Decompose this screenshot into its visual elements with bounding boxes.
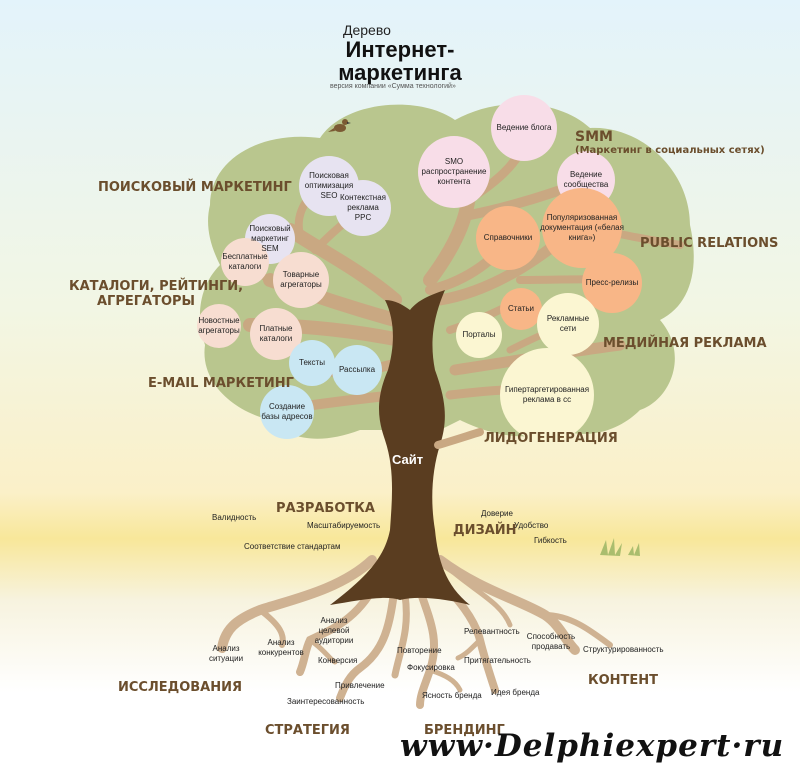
- bubble-community: Ведение сообщества: [563, 170, 609, 189]
- leadgen-branch: [434, 428, 484, 449]
- bubble-portals: Порталы: [462, 330, 496, 339]
- label-conversion: Конверсия: [318, 656, 358, 665]
- bubble-paid_cat-circle: [250, 308, 302, 360]
- category-design: ДИЗАЙН: [453, 523, 517, 538]
- bubble-product-aggregators: Товарные агрегаторы: [280, 270, 322, 289]
- grass-icon: [600, 538, 640, 556]
- label-focus: Фокусировка: [407, 663, 455, 672]
- bubble-ppc: Контекстная реклама PPC: [339, 193, 386, 222]
- bubble-free_cat-circle: [221, 238, 269, 286]
- label-structure: Структурированность: [583, 645, 664, 654]
- bubble-sem: Поисковый маркетинг SEM: [249, 224, 291, 253]
- bubble-press: Пресс-релизы: [585, 278, 639, 287]
- title-subtitle: версия компании «Сумма технологий»: [330, 83, 456, 90]
- page-title: Интернет-маркетинга: [338, 37, 462, 85]
- category-content: КОНТЕНТ: [588, 673, 659, 688]
- bubble-blog-circle: [491, 95, 557, 161]
- label-sell-ability: Способность продавать: [526, 632, 576, 651]
- label-competitors: Анализ конкурентов: [258, 638, 304, 657]
- label-validity: Валидность: [212, 513, 257, 522]
- bubble-ad_networks-circle: [537, 293, 599, 355]
- bubble-articles-circle: [500, 288, 542, 330]
- bird-icon: [328, 119, 351, 132]
- category-dev: РАЗРАБОТКА: [276, 501, 375, 516]
- category-strategy: СТРАТЕГИЯ: [265, 723, 350, 738]
- bubble-free-catalogs: Бесплатные каталоги: [222, 252, 268, 271]
- category-smm-subtitle: (Маркетинг в социальных сетях): [575, 145, 765, 156]
- label-audience: Анализ целевой аудитории: [314, 616, 354, 645]
- bubble-press-circle: [582, 253, 642, 313]
- bubble-smo: SMO распространение контента: [421, 157, 487, 186]
- bubble-texts: Тексты: [299, 358, 325, 367]
- label-flexibility: Гибкость: [534, 536, 567, 545]
- bubble-whitepaper: Популяризованная документация («белая кн…: [540, 213, 624, 242]
- label-attractiveness: Притягательность: [464, 656, 531, 665]
- category-media: МЕДИЙНАЯ РЕКЛАМА: [603, 336, 767, 351]
- label-repetition: Повторение: [397, 646, 442, 655]
- bubble-news_agg-circle: [197, 304, 241, 348]
- category-search: ПОИСКОВЫЙ МАРКЕТИНГ: [98, 180, 292, 195]
- bubble-news-aggregators: Новостные агрегаторы: [198, 316, 240, 335]
- label-trust: Доверие: [481, 509, 513, 518]
- bubble-product_agg-circle: [273, 252, 329, 308]
- category-branding: БРЕНДИНГ: [424, 723, 505, 738]
- bubble-smo-circle: [418, 136, 490, 208]
- bubble-database-circle: [260, 385, 314, 439]
- label-convenience: Удобство: [514, 521, 549, 530]
- category-pr: PUBLIC RELATIONS: [640, 236, 779, 251]
- label-interest: Заинтересованность: [287, 697, 365, 706]
- label-situation: Анализ ситуации: [208, 644, 244, 663]
- bubble-whitepaper-circle: [542, 188, 622, 268]
- tree-roots: [217, 555, 613, 709]
- bubble-articles: Статьи: [508, 304, 534, 313]
- bubble-blog: Ведение блога: [496, 123, 552, 132]
- bubble-database: Создание базы адресов: [261, 402, 313, 421]
- watermark: www·Delphiexpert·ru: [400, 728, 785, 764]
- bubble-ppc-circle: [335, 180, 391, 236]
- bubble-portals-circle: [456, 312, 502, 358]
- label-scalability: Масштабируемость: [307, 521, 381, 530]
- bubble-paid-catalogs: Платные каталоги: [259, 324, 293, 343]
- category-catalogs-line2: АГРЕГАТОРЫ: [97, 294, 196, 309]
- label-brand-idea: Идея бренда: [491, 688, 540, 697]
- bubble-ad-networks: Рекламные сети: [546, 314, 590, 333]
- bubble-hypertarget: Гипертаргетированная реклама в сс: [504, 385, 590, 404]
- category-catalogs-line1: КАТАЛОГИ, РЕЙТИНГИ,: [69, 279, 244, 294]
- label-attraction: Привлечение: [335, 681, 385, 690]
- label-brand-clarity: Ясность бренда: [422, 691, 482, 700]
- label-relevance: Релевантность: [464, 627, 520, 636]
- category-email: E-MAIL МАРКЕТИНГ: [148, 376, 294, 391]
- tree-trunk: [330, 290, 470, 605]
- bubble-seo: Поисковая оптимизация SEO: [304, 171, 354, 200]
- bubble-hypertarget-circle: [500, 348, 594, 442]
- category-smm: SMM: [575, 129, 613, 145]
- label-standards: Соответствие стандартам: [244, 542, 341, 551]
- category-research: ИССЛЕДОВАНИЯ: [118, 680, 243, 695]
- site-label: Сайт: [392, 452, 424, 467]
- bubble-handbooks-circle: [476, 206, 540, 270]
- bubble-mailing: Рассылка: [338, 365, 376, 374]
- bubble-handbooks: Справочники: [483, 233, 533, 242]
- title-small: Дерево: [343, 22, 391, 38]
- bubble-mailing-circle: [332, 345, 382, 395]
- category-leadgen: ЛИДОГЕНЕРАЦИЯ: [484, 431, 618, 446]
- bubble-texts-circle: [289, 340, 335, 386]
